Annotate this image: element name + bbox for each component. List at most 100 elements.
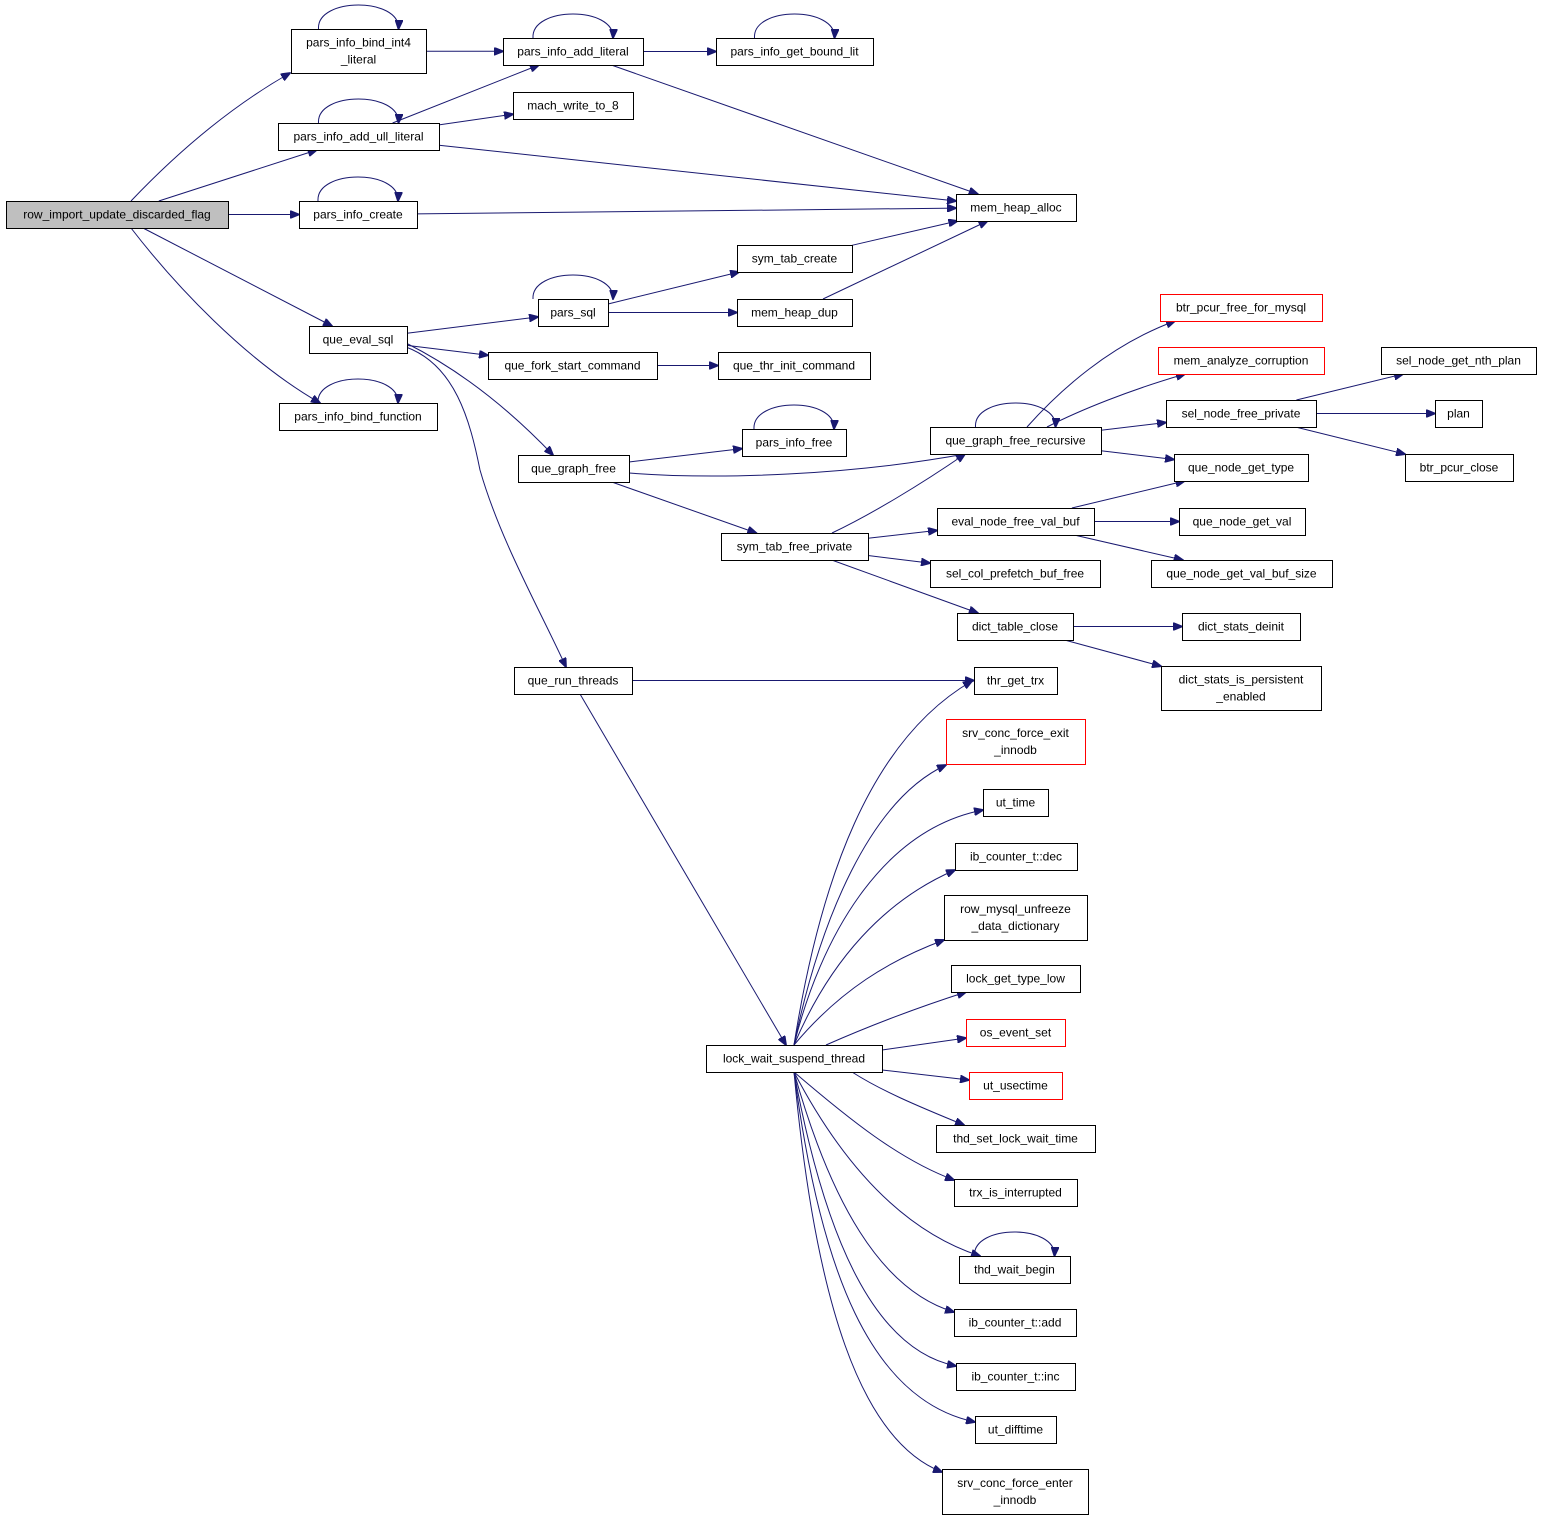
node-box	[930, 560, 1101, 588]
node-qg_free_rec[interactable]: que_graph_free_recursive	[930, 427, 1102, 455]
edge-lock_wait_suspend-to-thd_set_lock	[851, 1071, 964, 1125]
node-srv_conc_enter[interactable]: srv_conc_force_enter_innodb	[942, 1469, 1089, 1515]
node-mem_analyze[interactable]: mem_analyze_corruption	[1158, 347, 1325, 375]
node-que_node_type[interactable]: que_node_get_type	[1174, 454, 1309, 482]
node-label: ib_counter_t::add	[969, 1316, 1062, 1330]
node-pi_add_literal[interactable]: pars_info_add_literal	[503, 38, 644, 66]
node-thr_get_trx[interactable]: thr_get_trx	[974, 667, 1058, 695]
node-label: _enabled	[1215, 690, 1265, 704]
node-sym_tab_free[interactable]: sym_tab_free_private	[721, 533, 869, 561]
node-btr_pcur_close[interactable]: btr_pcur_close	[1405, 454, 1514, 482]
node-srv_conc_exit[interactable]: srv_conc_force_exit_innodb	[946, 719, 1086, 765]
node-pi_add_ull[interactable]: pars_info_add_ull_literal	[278, 123, 440, 151]
node-lock_wait_suspend[interactable]: lock_wait_suspend_thread	[706, 1045, 883, 1073]
node-plan[interactable]: plan	[1435, 400, 1483, 428]
edge-lock_wait_suspend-to-ib_add	[793, 1071, 954, 1312]
node-box	[955, 843, 1078, 871]
node-box	[954, 1309, 1077, 1337]
node-label: mem_heap_dup	[751, 306, 838, 320]
edge-pi_add_ull-to-mach_write	[438, 114, 513, 126]
node-row_mysql_unfreeze[interactable]: row_mysql_unfreeze_data_dictionary	[944, 895, 1088, 941]
node-label: mem_heap_alloc	[970, 201, 1061, 215]
node-label: ut_difftime	[988, 1423, 1043, 1437]
node-trx_interrupted[interactable]: trx_is_interrupted	[954, 1179, 1078, 1207]
edge-dict_table_close-to-dict_stats_persist	[1064, 639, 1161, 666]
node-pi_get_bound[interactable]: pars_info_get_bound_lit	[716, 38, 874, 66]
node-box	[937, 508, 1095, 536]
node-que_thr_init[interactable]: que_thr_init_command	[718, 352, 871, 380]
node-box	[737, 299, 853, 327]
node-dict_stats_persist[interactable]: dict_stats_is_persistent _enabled	[1161, 666, 1322, 711]
node-que_run_threads[interactable]: que_run_threads	[514, 667, 633, 695]
edge-pi_add_literal-to-pi_add_literal	[532, 13, 613, 38]
node-que_node_val_size[interactable]: que_node_get_val_buf_size	[1151, 560, 1333, 588]
node-btr_pcur_free[interactable]: btr_pcur_free_for_mysql	[1160, 294, 1323, 322]
node-os_event_set[interactable]: os_event_set	[966, 1019, 1066, 1047]
node-ib_inc[interactable]: ib_counter_t::inc	[956, 1363, 1076, 1391]
node-pars_sql[interactable]: pars_sql	[538, 299, 609, 327]
node-que_fork[interactable]: que_fork_start_command	[488, 352, 658, 380]
node-label: sym_tab_free_private	[737, 540, 853, 554]
node-pi_free[interactable]: pars_info_free	[742, 429, 847, 457]
node-ut_usectime[interactable]: ut_usectime	[969, 1072, 1063, 1100]
node-label: dict_table_close	[972, 620, 1058, 634]
node-label: lock_wait_suspend_thread	[723, 1052, 865, 1066]
node-box	[956, 194, 1077, 222]
node-label: srv_conc_force_enter	[957, 1476, 1072, 1490]
node-box	[946, 719, 1086, 765]
node-label: pars_info_add_literal	[517, 45, 628, 59]
edge-que_graph_free-to-qg_free_rec	[628, 454, 965, 477]
node-pi_create[interactable]: pars_info_create	[299, 201, 418, 229]
node-box	[983, 789, 1049, 817]
node-dict_stats_deinit[interactable]: dict_stats_deinit	[1182, 613, 1301, 641]
node-ib_add[interactable]: ib_counter_t::add	[954, 1309, 1077, 1337]
edges-layer	[130, 4, 1435, 1472]
node-label: que_node_get_val_buf_size	[1166, 567, 1316, 581]
edge-lock_wait_suspend-to-thd_wait_begin	[793, 1071, 980, 1256]
node-mem_heap_alloc[interactable]: mem_heap_alloc	[956, 194, 1077, 222]
node-sel_col_prefetch[interactable]: sel_col_prefetch_buf_free	[930, 560, 1101, 588]
node-ut_difftime[interactable]: ut_difftime	[975, 1416, 1057, 1444]
node-label: pars_info_bind_int4	[306, 36, 411, 50]
node-ut_time[interactable]: ut_time	[983, 789, 1049, 817]
node-box	[1182, 613, 1301, 641]
node-box	[1405, 454, 1514, 482]
node-que_node_val[interactable]: que_node_get_val	[1179, 508, 1306, 536]
node-box	[309, 326, 408, 354]
node-ib_dec[interactable]: ib_counter_t::dec	[955, 843, 1078, 871]
node-label: pars_info_create	[313, 208, 403, 222]
node-label: dict_stats_is_persistent	[1179, 673, 1304, 687]
edge-pi_create-to-pi_create	[317, 176, 398, 201]
node-mem_heap_dup[interactable]: mem_heap_dup	[737, 299, 853, 327]
edge-pi_add_ull-to-pi_add_literal	[392, 65, 539, 124]
node-lock_type_low[interactable]: lock_get_type_low	[951, 965, 1081, 993]
edge-qg_free_rec-to-btr_pcur_free	[1026, 321, 1175, 428]
node-que_graph_free[interactable]: que_graph_free	[518, 455, 630, 483]
node-label: que_thr_init_command	[733, 359, 855, 373]
node-que_eval_sql[interactable]: que_eval_sql	[309, 326, 408, 354]
node-thd_set_lock[interactable]: thd_set_lock_wait_time	[936, 1125, 1096, 1153]
node-box	[1151, 560, 1333, 588]
node-label: trx_is_interrupted	[969, 1186, 1062, 1200]
nodes-layer: row_import_update_discarded_flag pars_inf…	[6, 29, 1537, 1515]
node-eval_node_free[interactable]: eval_node_free_val_buf	[937, 508, 1095, 536]
node-sel_free_priv[interactable]: sel_node_free_private	[1166, 400, 1317, 428]
edge-que_eval_sql-to-que_run_threads	[405, 346, 566, 667]
node-label: que_node_get_val	[1193, 515, 1292, 529]
node-pi_bind_func[interactable]: pars_info_bind_function	[279, 403, 438, 431]
node-mach_write[interactable]: mach_write_to_8	[513, 92, 634, 120]
node-row_import[interactable]: row_import_update_discarded_flag	[6, 201, 229, 229]
node-box	[513, 92, 634, 120]
node-thd_wait_begin[interactable]: thd_wait_begin	[959, 1256, 1071, 1284]
node-sym_tab_create[interactable]: sym_tab_create	[737, 245, 853, 273]
node-dict_table_close[interactable]: dict_table_close	[957, 613, 1074, 641]
node-box	[959, 1256, 1071, 1284]
node-box	[944, 895, 1088, 941]
node-box	[1158, 347, 1325, 375]
node-box	[488, 352, 658, 380]
node-sel_nth_plan[interactable]: sel_node_get_nth_plan	[1381, 347, 1537, 375]
node-label: que_fork_start_command	[504, 359, 640, 373]
node-pi_bind_int4[interactable]: pars_info_bind_int4_literal	[291, 29, 427, 74]
node-label: que_graph_free_recursive	[945, 434, 1085, 448]
node-box	[936, 1125, 1096, 1153]
